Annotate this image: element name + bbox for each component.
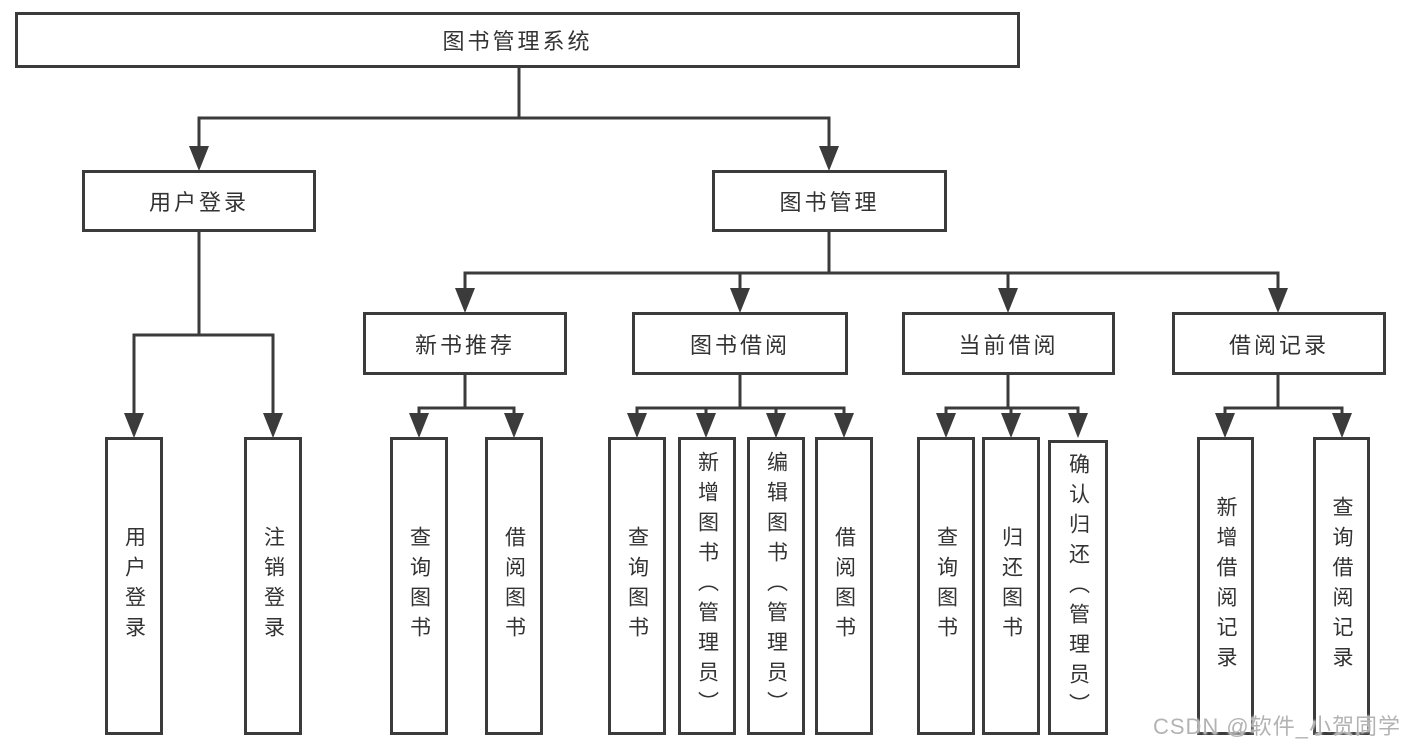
arrowhead [409, 413, 429, 438]
arrowhead [504, 413, 524, 438]
arrowhead [124, 413, 144, 438]
arrowhead [998, 288, 1018, 313]
leaf-query-books-borrow: 查询图书 [608, 437, 666, 735]
node-borrowing-records: 借阅记录 [1172, 312, 1386, 375]
arrowhead [730, 288, 750, 313]
node-label: 查询图书 [625, 526, 649, 646]
leaf-add-books-admin: 新增图书（管理员） [678, 437, 736, 735]
node-label: 新增借阅记录 [1214, 496, 1237, 676]
node-label: 新增图书（管理员） [695, 451, 719, 721]
leaf-edit-books-admin: 编辑图书（管理员） [747, 437, 805, 735]
node-label: 图书管理 [779, 190, 880, 215]
node-label: 注销登录 [261, 526, 285, 646]
leaf-query-books-current: 查询图书 [917, 437, 975, 735]
node-user-login: 用户登录 [82, 170, 316, 232]
arrowhead [696, 413, 716, 438]
arrowhead [263, 413, 283, 438]
node-label: 确认归还（管理员） [1066, 452, 1090, 723]
node-label: 当前借阅 [958, 332, 1059, 358]
node-library-management-system: 图书管理系统 [15, 12, 1020, 68]
node-book-borrowing: 图书借阅 [632, 312, 848, 375]
node-label: 查询图书 [407, 526, 431, 646]
arrowhead [455, 288, 475, 313]
node-label: 查询图书 [934, 526, 958, 646]
leaf-add-borrow-record: 新增借阅记录 [1197, 437, 1254, 735]
node-label: 用户登录 [148, 190, 249, 215]
arrowhead [936, 413, 956, 438]
arrowhead [1268, 288, 1288, 313]
node-label: 图书管理系统 [442, 29, 593, 54]
arrowhead [1068, 413, 1088, 438]
arrowhead [766, 413, 786, 438]
arrowhead [1001, 413, 1021, 438]
node-label: 查询借阅记录 [1330, 496, 1353, 676]
leaf-borrow-books-recommend: 借阅图书 [485, 437, 543, 735]
leaf-query-borrow-record: 查询借阅记录 [1313, 437, 1370, 735]
node-label: 归还图书 [999, 526, 1023, 646]
node-book-management: 图书管理 [712, 170, 947, 232]
node-label: 借阅图书 [832, 526, 856, 646]
node-new-book-recommendation: 新书推荐 [363, 312, 567, 375]
node-label: 图书借阅 [689, 332, 790, 358]
node-current-borrowing: 当前借阅 [902, 312, 1115, 375]
leaf-logout: 注销登录 [244, 437, 302, 735]
arrowhead [834, 413, 854, 438]
arrowhead [627, 413, 647, 438]
node-label: 借阅记录 [1228, 332, 1329, 358]
node-label: 借阅图书 [502, 526, 526, 646]
node-label: 新书推荐 [414, 332, 515, 358]
arrowhead [189, 146, 209, 171]
arrowhead [819, 146, 839, 171]
leaf-borrow-books: 借阅图书 [815, 437, 873, 735]
node-label: 用户登录 [122, 526, 146, 646]
csdn-watermark: CSDN @软件_小贺同学 [1152, 714, 1401, 739]
leaf-confirm-return-admin: 确认归还（管理员） [1048, 440, 1108, 735]
leaf-query-books-recommend: 查询图书 [390, 437, 448, 735]
leaf-user-login: 用户登录 [105, 437, 163, 735]
arrowhead [1215, 413, 1235, 438]
node-label: 编辑图书（管理员） [764, 451, 788, 721]
leaf-return-books: 归还图书 [982, 437, 1040, 735]
arrowhead [1332, 413, 1352, 438]
